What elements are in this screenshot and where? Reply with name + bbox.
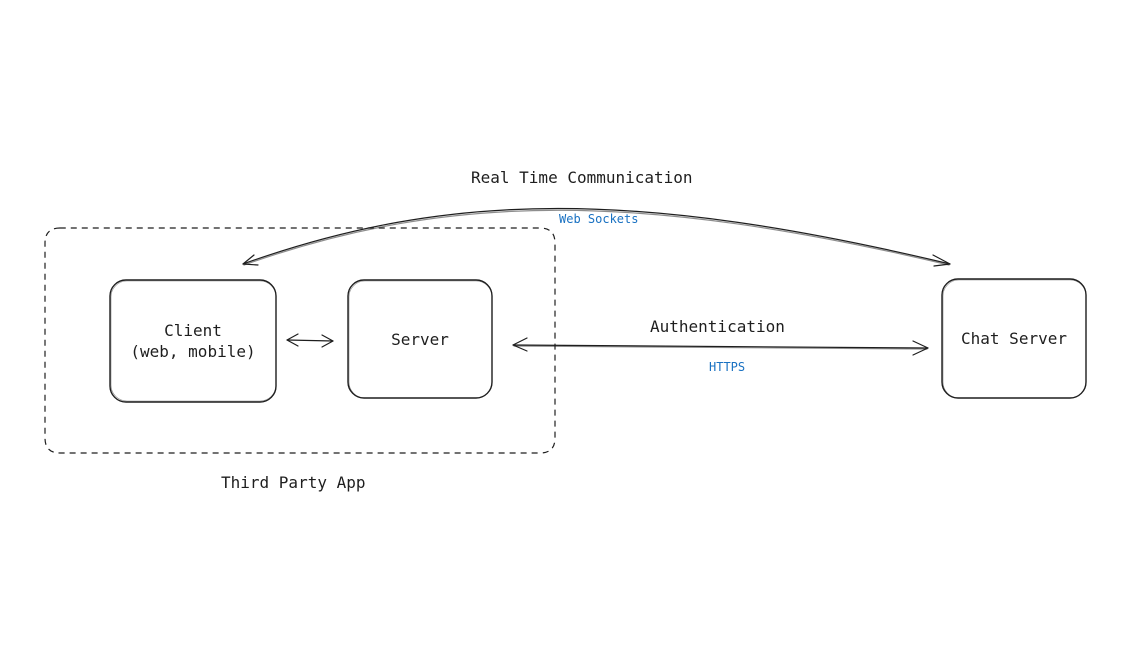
client-server-arrow [286, 333, 334, 348]
realtime-protocol: Web Sockets [559, 212, 639, 226]
server-label: Server [348, 280, 492, 398]
realtime-title: Real Time Communication [471, 168, 693, 187]
authentication-arrow [512, 337, 929, 356]
third-party-app-boundary [44, 227, 556, 454]
chat-server-label: Chat Server [942, 279, 1086, 398]
third-party-app-label: Third Party App [221, 473, 366, 492]
client-label-line1: Client [164, 321, 222, 340]
authentication-protocol: HTTPS [709, 360, 746, 374]
client-label: Client (web, mobile) [110, 280, 276, 402]
server-label-text: Server [391, 329, 449, 349]
client-label-line2: (web, mobile) [130, 342, 256, 361]
authentication-title: Authentication [650, 317, 785, 336]
chat-server-label-text: Chat Server [961, 329, 1067, 348]
realtime-arrow [242, 207, 951, 267]
